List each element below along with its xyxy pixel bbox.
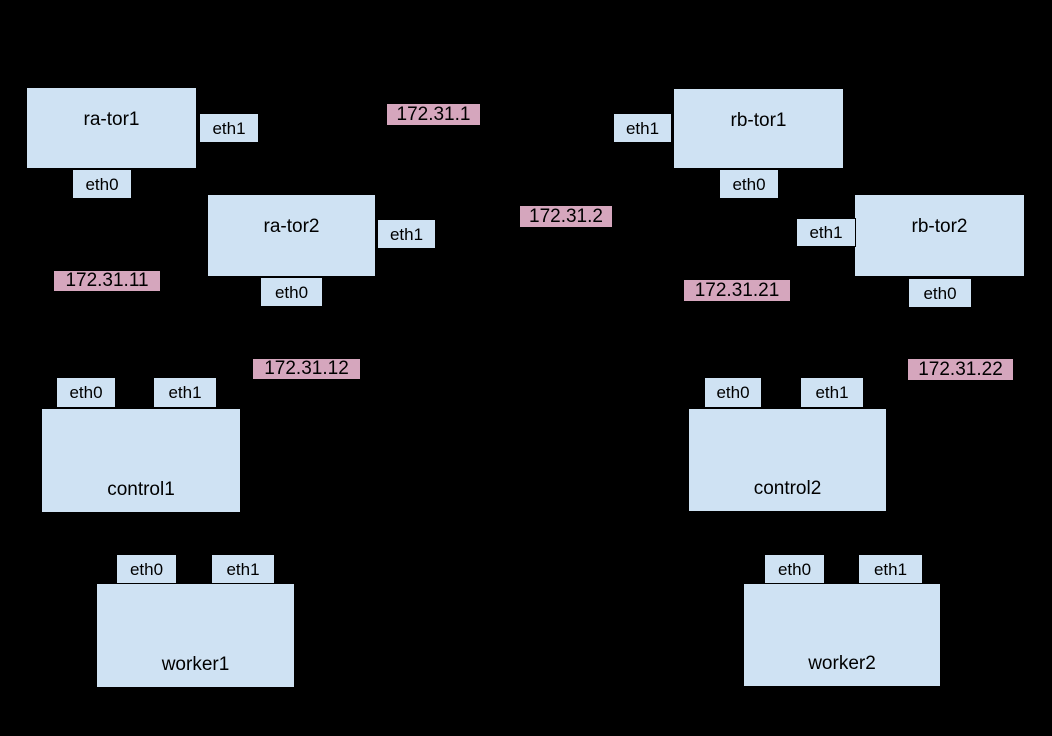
- node-control1: control1: [41, 408, 241, 513]
- node-worker2: worker2: [743, 583, 941, 687]
- ip-subnet-label: 172.31.12: [253, 359, 360, 379]
- port-ra-tor2-eth1: eth1: [377, 219, 436, 249]
- port-label: eth1: [809, 223, 843, 242]
- port-rb-tor2-eth0: eth0: [908, 278, 972, 308]
- node-rb-tor1: rb-tor1: [673, 88, 844, 169]
- port-worker1-eth0: eth0: [116, 554, 177, 584]
- port-label: eth0: [85, 174, 119, 194]
- ip-subnet-label: 172.31.21: [684, 280, 790, 301]
- port-label: eth0: [777, 559, 812, 579]
- port-label: eth0: [129, 559, 164, 579]
- node-label: worker2: [808, 653, 876, 674]
- port-label: eth0: [923, 283, 957, 303]
- node-label: ra-tor1: [83, 109, 140, 130]
- port-label: eth1: [389, 224, 424, 244]
- port-control1-eth1: eth1: [153, 377, 217, 408]
- port-worker1-eth1: eth1: [211, 554, 275, 584]
- node-label: rb-tor1: [730, 110, 787, 131]
- port-ra-tor2-eth0: eth0: [260, 277, 323, 307]
- port-ra-tor1-eth1: eth1: [199, 113, 259, 143]
- node-label: control2: [753, 478, 822, 499]
- node-control2: control2: [688, 408, 887, 512]
- port-rb-tor2-eth1: eth1: [796, 218, 856, 247]
- port-label: eth0: [732, 174, 766, 194]
- port-label: eth0: [274, 282, 309, 302]
- node-label: worker1: [161, 654, 230, 675]
- node-worker1: worker1: [96, 583, 295, 688]
- port-control2-eth0: eth0: [704, 377, 762, 408]
- port-control2-eth1: eth1: [800, 377, 864, 408]
- port-label: eth1: [212, 118, 246, 138]
- ip-subnet-label: 172.31.22: [908, 359, 1013, 380]
- port-worker2-eth1: eth1: [858, 554, 923, 584]
- ip-subnet-label: 172.31.2: [520, 206, 612, 227]
- port-label: eth1: [815, 383, 849, 402]
- ip-subnet-label: 172.31.1: [387, 104, 480, 125]
- port-label: eth1: [625, 118, 660, 138]
- node-rb-tor2: rb-tor2: [854, 194, 1025, 277]
- ip-subnet-label: 172.31.11: [54, 271, 160, 291]
- port-label: eth1: [873, 559, 908, 579]
- port-label: eth0: [69, 383, 103, 402]
- port-worker2-eth0: eth0: [764, 554, 825, 584]
- port-rb-tor1-eth0: eth0: [719, 169, 779, 199]
- node-label: ra-tor2: [263, 216, 320, 237]
- port-label: eth1: [226, 559, 260, 579]
- port-rb-tor1-eth1: eth1: [613, 113, 672, 143]
- port-ra-tor1-eth0: eth0: [72, 169, 132, 199]
- port-label: eth0: [716, 383, 750, 402]
- port-control1-eth0: eth0: [56, 377, 116, 408]
- node-ra-tor2: ra-tor2: [207, 194, 376, 277]
- node-label: control1: [107, 479, 175, 500]
- node-ra-tor1: ra-tor1: [26, 87, 197, 169]
- port-label: eth1: [168, 383, 202, 402]
- node-label: rb-tor2: [911, 216, 968, 237]
